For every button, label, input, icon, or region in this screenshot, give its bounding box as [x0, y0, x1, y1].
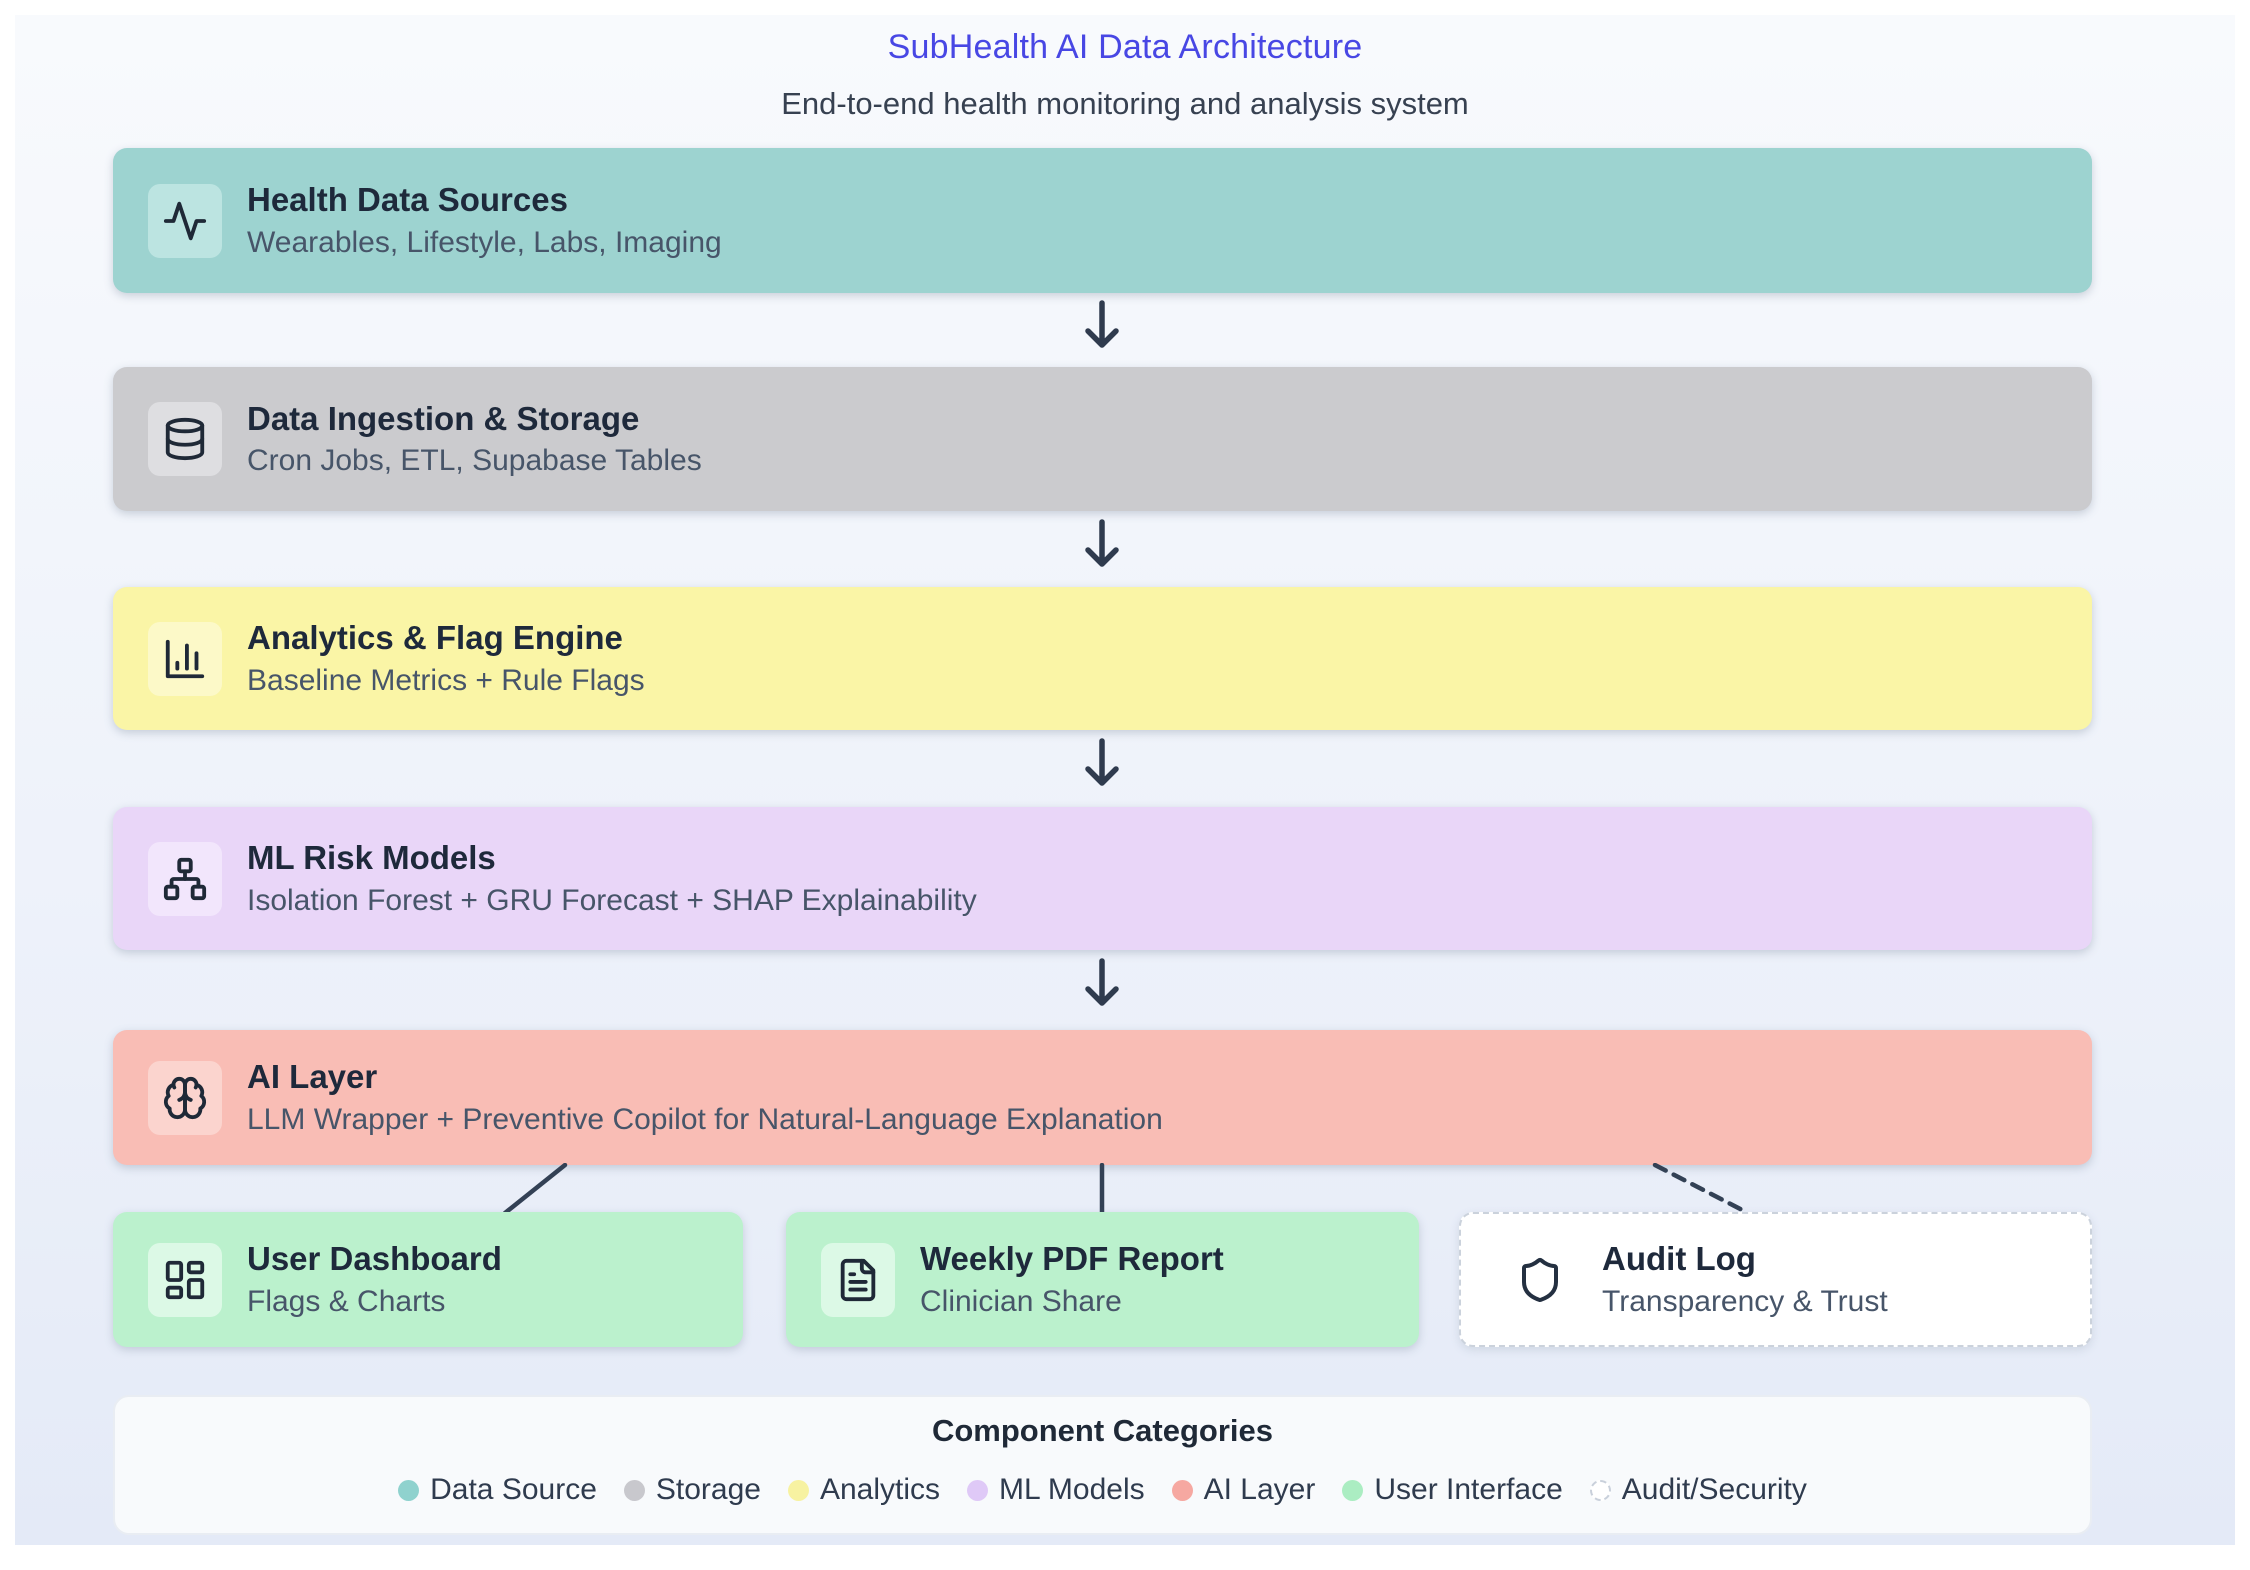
legend-title: Component Categories	[931, 1413, 1274, 1448]
connector-lines	[502, 1163, 1751, 1215]
down-arrow-icon	[1085, 958, 1119, 1006]
legend-dot-data-source	[398, 1479, 420, 1501]
node-analytics-flag-engine: Analytics & Flag Engine Baseline Metrics…	[113, 587, 2092, 730]
legend-row: Data Source Storage Analytics ML Models …	[115, 1473, 2090, 1507]
legend-label: AI Layer	[1203, 1473, 1316, 1506]
brain-icon	[148, 1060, 222, 1135]
legend-dot-analytics	[787, 1479, 809, 1501]
node-title: Weekly PDF Report	[920, 1240, 1224, 1278]
node-title: ML Risk Models	[247, 839, 496, 877]
legend-dot-ai-layer	[1171, 1479, 1193, 1501]
legend-dot-ml-models	[967, 1479, 989, 1501]
node-title: User Dashboard	[247, 1240, 502, 1278]
node-subtitle: Isolation Forest + GRU Forecast + SHAP E…	[247, 883, 977, 917]
legend-item-user-interface: User Interface	[1342, 1473, 1563, 1507]
network-icon	[148, 841, 222, 916]
node-title: Health Data Sources	[247, 181, 568, 219]
node-weekly-pdf-report: Weekly PDF Report Clinician Share	[786, 1212, 1419, 1347]
node-title: AI Layer	[247, 1058, 378, 1096]
node-ml-risk-models: ML Risk Models Isolation Forest + GRU Fo…	[113, 807, 2092, 950]
node-subtitle: Wearables, Lifestyle, Labs, Imaging	[247, 225, 722, 259]
legend-item-storage: Storage	[623, 1473, 761, 1507]
legend-item-ml-models: ML Models	[967, 1473, 1145, 1507]
legend-label: Storage	[655, 1473, 761, 1506]
legend-item-ai-layer: AI Layer	[1171, 1473, 1316, 1507]
legend-item-analytics: Analytics	[787, 1473, 941, 1507]
node-subtitle: Cron Jobs, ETL, Supabase Tables	[247, 444, 702, 478]
page-title: SubHealth AI Data Architecture	[887, 28, 1363, 66]
activity-icon	[148, 183, 222, 258]
node-ai-layer: AI Layer LLM Wrapper + Preventive Copilo…	[113, 1030, 2092, 1165]
legend-dot-user-interface	[1342, 1479, 1364, 1501]
legend-dot-audit-security	[1589, 1479, 1611, 1501]
node-subtitle: Baseline Metrics + Rule Flags	[247, 663, 645, 697]
file-text-icon	[821, 1242, 895, 1317]
node-subtitle: Flags & Charts	[247, 1284, 446, 1318]
database-icon	[148, 402, 222, 476]
node-subtitle: Transparency & Trust	[1602, 1284, 1888, 1318]
node-title: Analytics & Flag Engine	[247, 619, 623, 657]
node-subtitle: LLM Wrapper + Preventive Copilot for Nat…	[247, 1102, 1163, 1136]
down-arrow-icon	[1085, 738, 1119, 786]
dashboard-icon	[148, 1242, 222, 1317]
connector-dashed-right	[1652, 1163, 1751, 1215]
legend-item-data-source: Data Source	[398, 1473, 597, 1507]
node-title: Audit Log	[1602, 1240, 1756, 1278]
node-title: Data Ingestion & Storage	[247, 399, 640, 437]
legend-label: Data Source	[430, 1473, 597, 1506]
node-subtitle: Clinician Share	[920, 1284, 1122, 1318]
legend-label: Audit/Security	[1621, 1473, 1807, 1506]
bar-chart-icon	[148, 621, 222, 696]
connector-solid-left	[502, 1163, 568, 1215]
node-health-data-sources: Health Data Sources Wearables, Lifestyle…	[113, 148, 2092, 293]
legend-label: ML Models	[999, 1473, 1145, 1506]
node-data-ingestion-storage: Data Ingestion & Storage Cron Jobs, ETL,…	[113, 367, 2092, 511]
shield-icon	[1503, 1243, 1577, 1317]
down-arrow-icon	[1085, 300, 1119, 348]
down-arrow-icon	[1085, 519, 1119, 567]
legend-label: User Interface	[1374, 1473, 1563, 1506]
node-audit-log: Audit Log Transparency & Trust	[1459, 1212, 2092, 1347]
node-user-dashboard: User Dashboard Flags & Charts	[113, 1212, 743, 1347]
legend-panel: Component Categories Data Source Storage…	[113, 1395, 2092, 1535]
legend-label: Analytics	[819, 1473, 941, 1506]
legend-item-audit-security: Audit/Security	[1589, 1473, 1807, 1507]
page-subtitle: End-to-end health monitoring and analysi…	[781, 86, 1469, 121]
legend-dot-storage	[623, 1479, 645, 1501]
